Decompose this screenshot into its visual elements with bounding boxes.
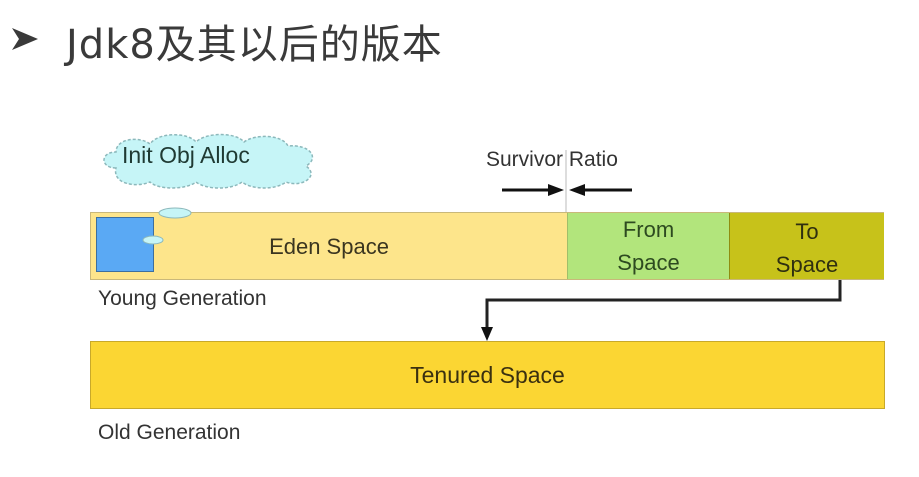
young-generation-label: Young Generation — [98, 287, 267, 310]
allocated-object-block — [96, 217, 154, 272]
arrow-left-icon — [569, 184, 632, 196]
cloud-callout-icon — [103, 133, 314, 189]
arrow-right-icon — [502, 184, 564, 196]
from-space-label-line1: From — [622, 217, 675, 242]
from-space: From Space — [567, 213, 729, 279]
arrowhead-bullet-icon — [12, 28, 38, 50]
eden-space: Eden Space — [91, 213, 567, 279]
tenured-space-bar: Tenured Space — [90, 341, 885, 409]
init-obj-alloc-label: Init Obj Alloc — [122, 142, 250, 168]
young-generation-bar: Eden Space From Space To Space — [90, 212, 884, 280]
bubble-ellipse-2 — [142, 235, 164, 245]
slide-title: Jdk8及其以后的版本 — [66, 22, 443, 68]
to-space-label-line2: Space — [775, 252, 839, 277]
to-space: To Space — [729, 213, 884, 279]
promotion-arrow-icon — [481, 280, 842, 341]
from-space-label-line2: Space — [617, 250, 680, 275]
tenured-space-label: Tenured Space — [410, 361, 565, 388]
eden-space-label: Eden Space — [269, 233, 389, 259]
bubble-ellipse-1 — [158, 207, 192, 219]
old-generation-label: Old Generation — [98, 421, 241, 444]
survivor-ratio-label: Survivor Ratio — [486, 148, 618, 171]
to-space-label-line1: To — [795, 219, 819, 244]
